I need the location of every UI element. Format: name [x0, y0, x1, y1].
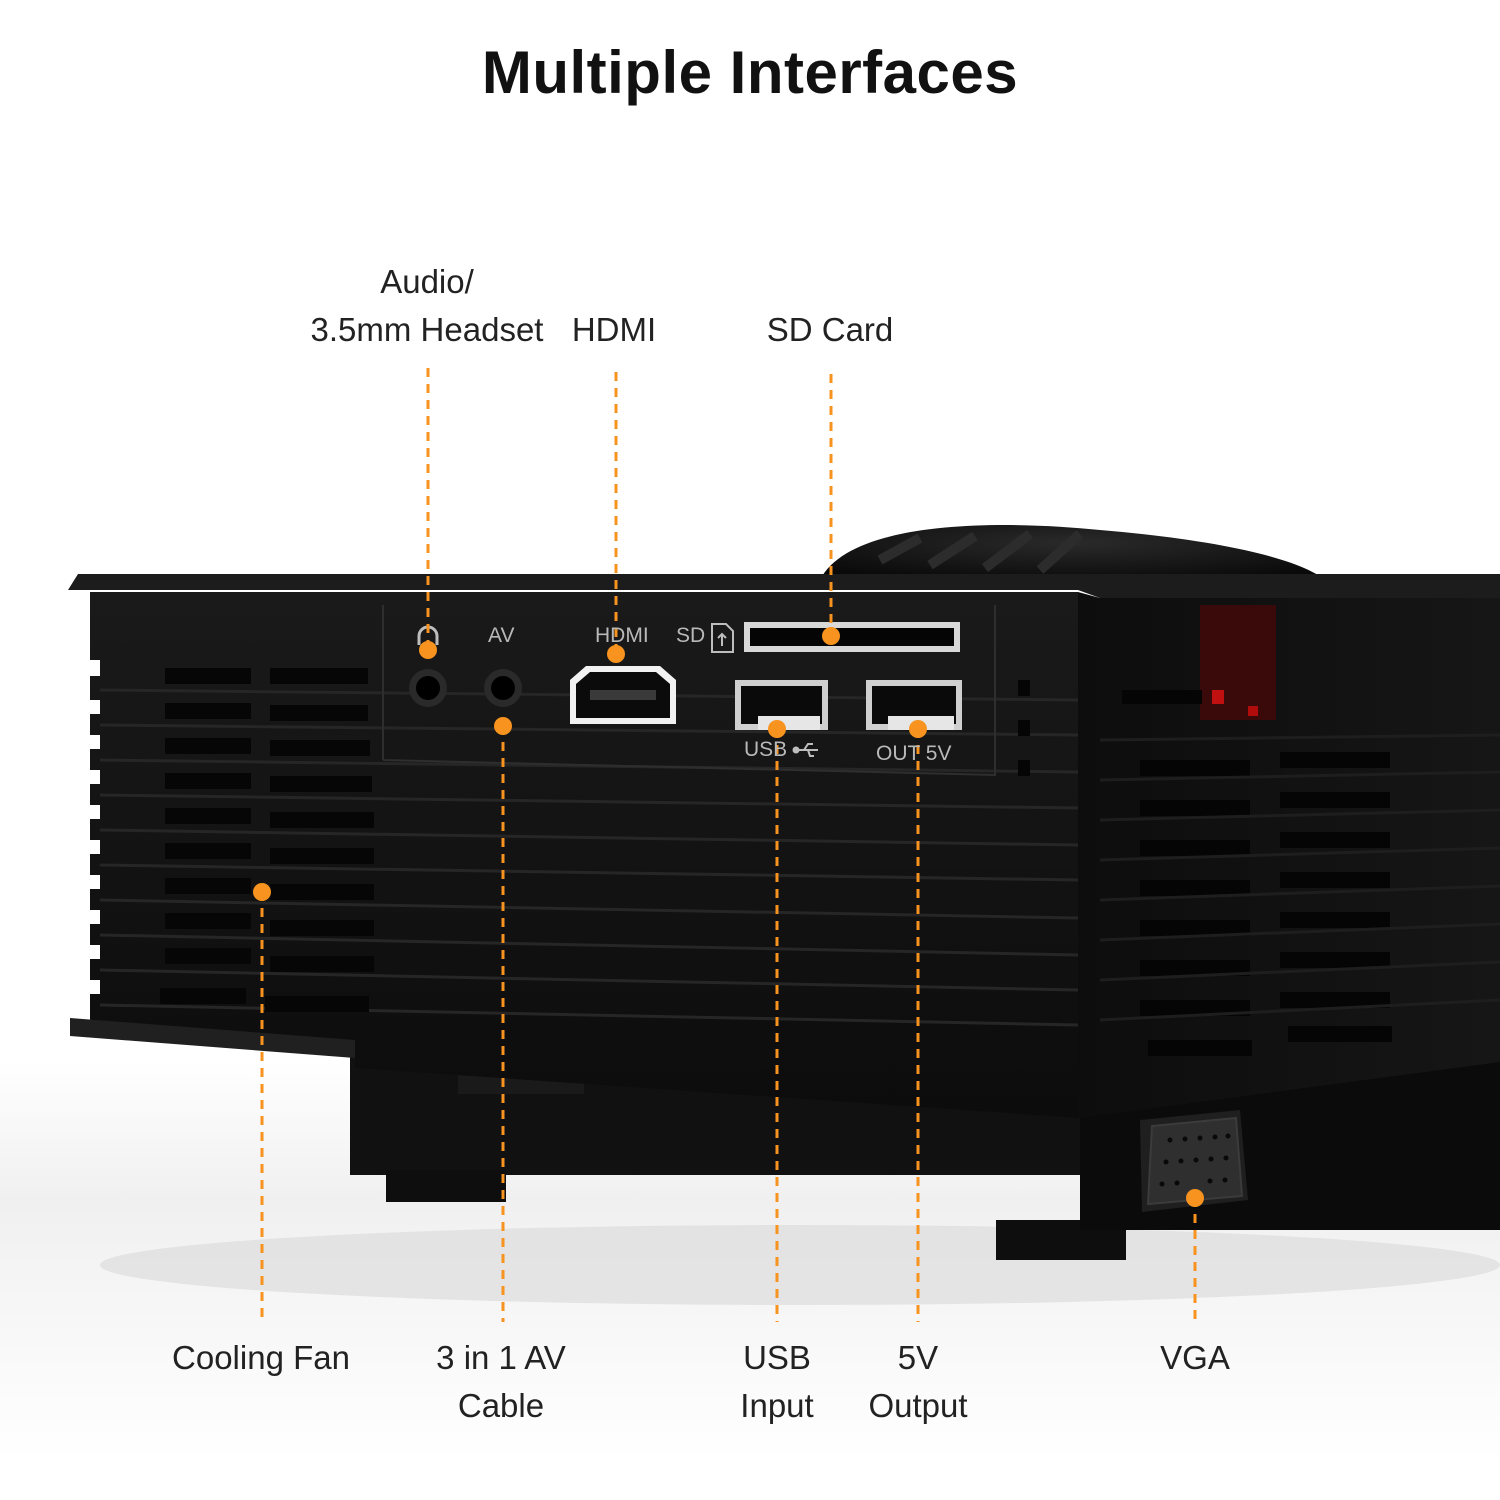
callout-vga: VGA — [1160, 1339, 1230, 1376]
callout-sd-card: SD Card — [766, 311, 894, 348]
callout-hdmi: HDMI — [571, 311, 657, 348]
usb-symbol-icon — [792, 743, 818, 757]
port-label-out5v: OUT 5V — [876, 742, 952, 765]
port-label-hdmi: HDMI — [595, 624, 649, 647]
callout-5v-line1: 5V — [897, 1339, 939, 1376]
port-label-sd: SD — [676, 624, 706, 647]
callout-av-line2: Cable — [457, 1387, 545, 1424]
callout-5v-line2: Output — [868, 1387, 968, 1424]
callout-leader-lines — [260, 368, 1197, 1322]
page-title: Multiple Interfaces — [481, 39, 1019, 106]
port-label-av: AV — [488, 624, 515, 647]
callout-usb-input: USB Input — [740, 1334, 813, 1430]
callout-av-cable: 3 in 1 AV Cable — [436, 1334, 566, 1430]
callout-av-line1: 3 in 1 AV — [436, 1339, 566, 1376]
callout-dots — [253, 627, 1204, 1207]
callout-audio-line2: 3.5mm Headset — [310, 311, 544, 348]
sd-card-icon — [711, 623, 734, 653]
callout-5v-output: 5V Output — [868, 1334, 967, 1430]
callout-cooling-fan: Cooling Fan — [172, 1339, 350, 1376]
callout-audio-line1: Audio/ — [380, 263, 474, 300]
callout-usb-line2: Input — [740, 1387, 814, 1424]
callout-usb-line1: USB — [743, 1339, 811, 1376]
port-label-usb: USB — [744, 738, 788, 761]
callout-audio: Audio/ 3.5mm Headset — [311, 258, 544, 354]
